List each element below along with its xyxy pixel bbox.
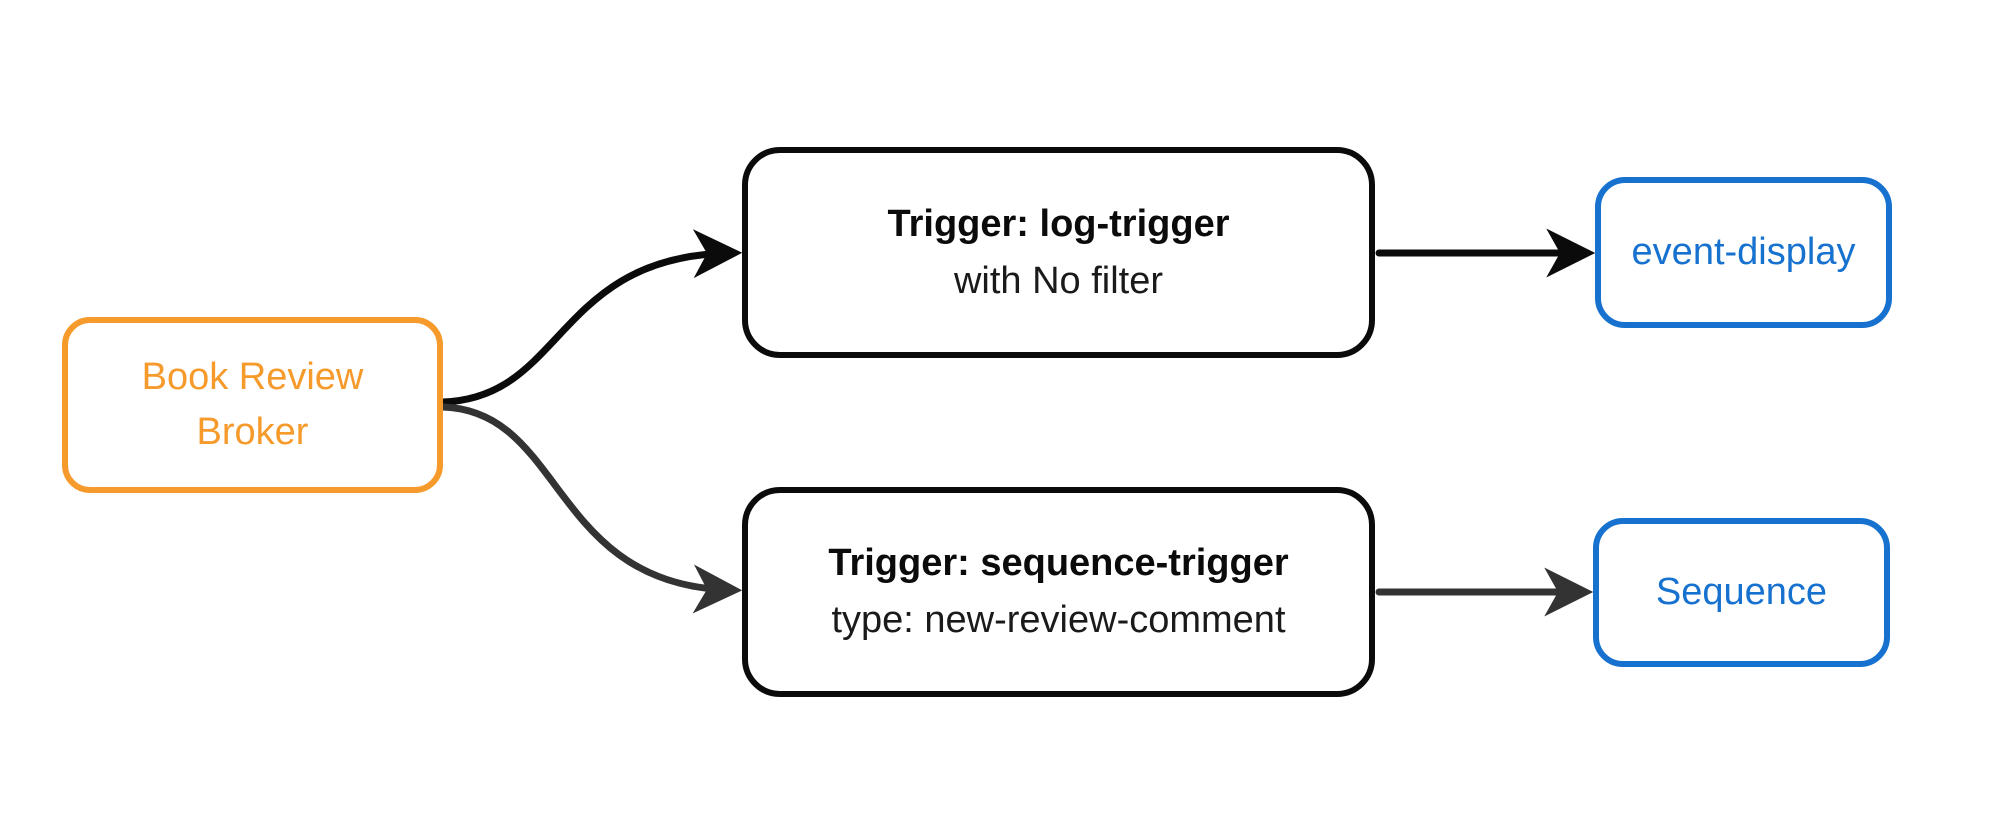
node-sequence-trigger-subtitle: type: new-review-comment bbox=[831, 599, 1286, 641]
node-log-trigger-title: Trigger: log-trigger bbox=[887, 202, 1230, 245]
node-log-trigger-subtitle: with No filter bbox=[953, 259, 1164, 302]
node-book-review-broker: Book Review Broker bbox=[62, 317, 443, 493]
node-event-display-label: event-display bbox=[1631, 231, 1856, 273]
node-sequence: Sequence bbox=[1593, 518, 1890, 667]
edge-broker-to-log-trigger bbox=[439, 229, 743, 406]
node-book-review-broker-label: Book Review Broker bbox=[141, 355, 364, 453]
node-event-display: event-display bbox=[1595, 177, 1892, 328]
node-sequence-trigger-title: Trigger: sequence-trigger bbox=[828, 542, 1289, 584]
node-log-trigger: Trigger: log-trigger with No filter bbox=[742, 147, 1375, 358]
node-sequence-trigger: Trigger: sequence-trigger type: new-revi… bbox=[742, 487, 1375, 697]
node-sequence-label: Sequence bbox=[1655, 571, 1828, 613]
edge-broker-to-sequence-trigger bbox=[439, 403, 743, 614]
